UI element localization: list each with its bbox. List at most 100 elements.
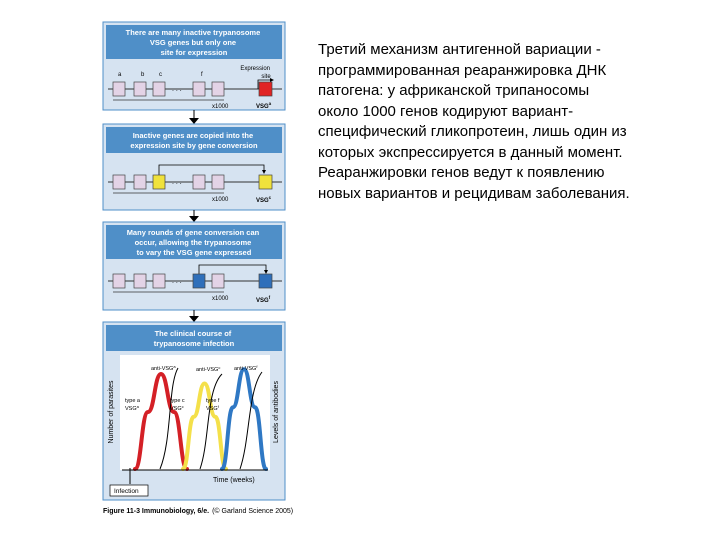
- svg-text:anti-VSGf: anti-VSGf: [234, 364, 258, 372]
- panel-1-expression-arrow: [257, 78, 274, 89]
- panel-3-conversion-path: [198, 264, 268, 278]
- russian-line-8: новых вариантов и рецидивам заболевания.: [318, 184, 630, 202]
- panel-2-gene-box-3: [152, 174, 166, 190]
- panel-3: Many rounds of gene conversion can occur…: [102, 221, 286, 311]
- panel-3-vsg-label: VSG: [256, 298, 269, 304]
- panel-4-header-bg: [106, 325, 282, 351]
- svg-text:anti-VSGc: anti-VSGc: [196, 365, 220, 373]
- panel-3-header-line-2: occur, allowing the trypanosome: [135, 238, 252, 247]
- x-axis-label: Time (weeks): [213, 477, 255, 484]
- panel-2-gene-box-4: [192, 174, 206, 190]
- infection-label: Infection: [114, 488, 139, 495]
- panel-4: The clinical course of trypanosome infec…: [102, 321, 286, 501]
- type-label-a-sup: a: [137, 404, 140, 409]
- panel-1-header-line-1: There are many inactive trypanosome: [126, 28, 261, 37]
- panel-1-header-bg: [106, 25, 282, 59]
- antibody-label-a-sup: a: [173, 364, 176, 369]
- panel-1-vsg-box: [258, 81, 273, 97]
- panel-3-header-bg: [106, 225, 282, 259]
- type-label-c-line-2: VSG: [170, 406, 182, 412]
- russian-line-3: патогена: у африканской трипаносомы: [318, 82, 590, 99]
- figure-11-3: There are many inactive trypanosome VSG …: [102, 21, 293, 515]
- antibody-line-c: [199, 373, 223, 470]
- caption-credit: (© Garland Science 2005): [212, 507, 293, 515]
- panel-2: Inactive genes are copied into the expre…: [102, 123, 286, 211]
- type-label-f-line-2: VSG: [206, 406, 218, 412]
- svg-text:anti-VSGa: anti-VSGa: [151, 364, 176, 372]
- svg-text:Many rounds of gene conversion: Many rounds of gene conversion can occur…: [127, 228, 262, 257]
- gene-box-c: [152, 81, 166, 97]
- panel-2-header-line-2: expression site by gene conversion: [130, 141, 258, 150]
- svg-text:type c VSGc: type c VSGc: [170, 398, 186, 412]
- gene-label-b: b: [141, 72, 145, 78]
- panel-3-gene-box-1: [112, 273, 126, 289]
- connector-arrow-2: [189, 210, 199, 222]
- russian-line-5: специфический гликопротеин, лишь один из: [318, 123, 627, 140]
- gene-box-end: [211, 81, 225, 97]
- svg-text:VSGa: VSGa: [256, 101, 272, 110]
- panel-1-vsg-sup: a: [269, 101, 272, 106]
- type-label-a-line-1: type a: [125, 398, 141, 404]
- gene-label-f: f: [201, 72, 203, 78]
- panel-2-gene-box-5: [211, 174, 225, 190]
- panel-3-gene-box-3: [152, 273, 166, 289]
- panel-2-vsg-label: VSG: [256, 198, 269, 204]
- gene-label-c: c: [159, 72, 162, 78]
- panel-3-gene-box-5: [211, 273, 225, 289]
- antibody-label-c: anti-VSG: [196, 367, 218, 373]
- svg-text:VSGc: VSGc: [256, 195, 272, 204]
- panel-1-header-line-2: VSG genes but only one: [150, 38, 236, 47]
- antibody-line-a: [159, 367, 179, 470]
- panel-3-vsg-sup: f: [269, 295, 271, 300]
- connector-arrow-1: [189, 110, 199, 124]
- panel-2-multiplier: x1000: [212, 197, 229, 203]
- svg-text:The clinical course of t: The clinical course of trypanosome infec…: [154, 329, 235, 348]
- antibody-line-f: [239, 371, 263, 470]
- parasite-wave-type-f: [220, 367, 268, 471]
- type-label-f-sup: f: [218, 404, 220, 409]
- y-axis-left-label: Number of parasites: [108, 380, 115, 444]
- russian-line-7: Реаранжировки генов ведут к появлению: [318, 164, 605, 181]
- panel-3-header-line-1: Many rounds of gene conversion can: [127, 228, 260, 237]
- gene-box-a: [112, 81, 126, 97]
- panel-3-gene-box-2: [133, 273, 147, 289]
- svg-text:Figure 11-3 Immunobiology, 6/e: Figure 11-3 Immunobiology, 6/e.(© Garlan…: [103, 507, 293, 515]
- panel-1-multiplier: x1000: [212, 104, 229, 110]
- connector-arrow-3: [189, 310, 199, 322]
- russian-line-1: Третий механизм антигенной вариации -: [318, 41, 601, 58]
- panel-3-gene-ellipsis: . . .: [172, 278, 182, 285]
- antibody-label-f: anti-VSG: [234, 366, 256, 372]
- type-label-f-line-1: type f: [206, 398, 220, 404]
- panel-1: There are many inactive trypanosome VSG …: [102, 21, 286, 111]
- panel-2-gene-box-2: [133, 174, 147, 190]
- panel-2-gene-box-1: [112, 174, 126, 190]
- type-label-c-line-1: type c: [170, 398, 185, 404]
- svg-text:type a VSGa: type a VSGa: [125, 398, 142, 412]
- expression-site-label-line-1: Expression: [240, 66, 270, 72]
- svg-text:VSGf: VSGf: [256, 295, 271, 304]
- type-label-a-line-2: VSG: [125, 406, 137, 412]
- russian-line-4: около 1000 генов кодируют вариант-: [318, 102, 574, 120]
- panel-2-vsg-box: [258, 174, 273, 190]
- parasite-wave-type-a: [133, 371, 189, 471]
- type-label-c-sup: c: [182, 404, 184, 409]
- panel-3-vsg-box: [258, 273, 273, 289]
- svg-text:type f VSGf: type f VSGf: [206, 398, 221, 412]
- infection-label-box: [109, 484, 149, 497]
- russian-description: Третий механизм антигенной вариации - пр…: [318, 40, 713, 204]
- russian-line-2: программированная реаранжировка ДНК: [318, 61, 607, 79]
- panel-4-header-line-2: trypanosome infection: [154, 339, 235, 348]
- panel-4-header-line-1: The clinical course of: [155, 329, 232, 338]
- panel-2-conversion-path: [158, 164, 266, 180]
- svg-text:There are many inactive trypan: There are many inactive trypanosome VSG …: [126, 28, 263, 57]
- panel-3-gene-box-4: [192, 273, 206, 289]
- panel-2-vsg-sup: c: [269, 195, 272, 200]
- panel-2-header-line-1: Inactive genes are copied into the: [133, 131, 253, 140]
- panel-3-header-line-3: to vary the VSG gene expressed: [137, 248, 252, 257]
- parasite-curves: [133, 367, 268, 471]
- panel-2-gene-ellipsis: . . .: [172, 179, 182, 186]
- panel-1-vsg-label: VSG: [256, 104, 269, 110]
- antibody-label-c-sup: c: [218, 365, 220, 370]
- panel-2-header-bg: [106, 127, 282, 153]
- parasite-wave-type-c: [181, 381, 228, 471]
